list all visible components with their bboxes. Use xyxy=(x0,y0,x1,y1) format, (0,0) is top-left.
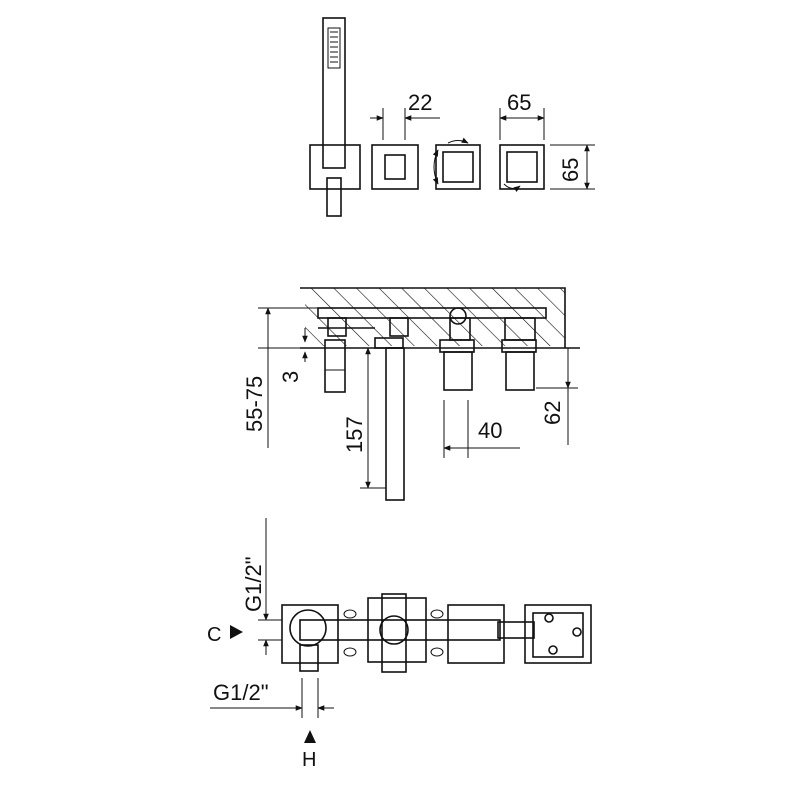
dim-gap: 3 xyxy=(278,328,308,383)
dim-offset-label: 40 xyxy=(478,418,502,443)
side-view: 55-75 3 157 40 62 xyxy=(242,287,580,501)
inlet-cold-label: C xyxy=(207,624,221,646)
hand-shower-front xyxy=(309,17,361,217)
dim-height-plate-label: 65 xyxy=(558,158,583,182)
dim-spout-length-label: 157 xyxy=(342,416,367,453)
inlet-hot-label: H xyxy=(302,749,316,771)
dim-thread-horizontal-label: G1/2" xyxy=(213,680,269,705)
dim-depth-range: 55-75 xyxy=(242,307,318,448)
inlet-cold: C xyxy=(207,624,243,646)
spout-side xyxy=(374,337,405,501)
rear-view: G1/2" C G1/2" H xyxy=(207,518,592,771)
diverter-plate xyxy=(371,144,419,190)
dim-thread-vertical-label: G1/2" xyxy=(241,556,266,612)
dim-spout-length: 157 xyxy=(342,347,386,489)
top-view: 22 65 65 xyxy=(309,17,595,217)
dim-handle-height: 62 xyxy=(536,348,578,445)
control-handle-side xyxy=(501,339,537,391)
dim-gap-label: 3 xyxy=(278,371,303,383)
dim-thread-horizontal: G1/2" xyxy=(210,678,334,718)
rear-body xyxy=(281,593,592,673)
dim-width-plate: 65 xyxy=(499,90,545,140)
dim-offset: 40 xyxy=(443,400,520,458)
dim-width-small: 22 xyxy=(370,90,440,140)
dim-width-plate-label: 65 xyxy=(507,90,531,115)
mixer-handle-side xyxy=(439,339,475,391)
dim-thread-vertical: G1/2" xyxy=(241,518,282,655)
shower-outlet xyxy=(324,339,346,393)
inlet-hot: H xyxy=(302,730,316,771)
wall-section xyxy=(300,287,580,349)
dim-width-small-label: 22 xyxy=(408,90,432,115)
dim-height-plate: 65 xyxy=(550,144,595,190)
dim-handle-height-label: 62 xyxy=(540,401,565,425)
handle-plate xyxy=(499,144,545,193)
dim-depth-range-label: 55-75 xyxy=(242,376,267,432)
mixer-plate xyxy=(432,137,481,190)
